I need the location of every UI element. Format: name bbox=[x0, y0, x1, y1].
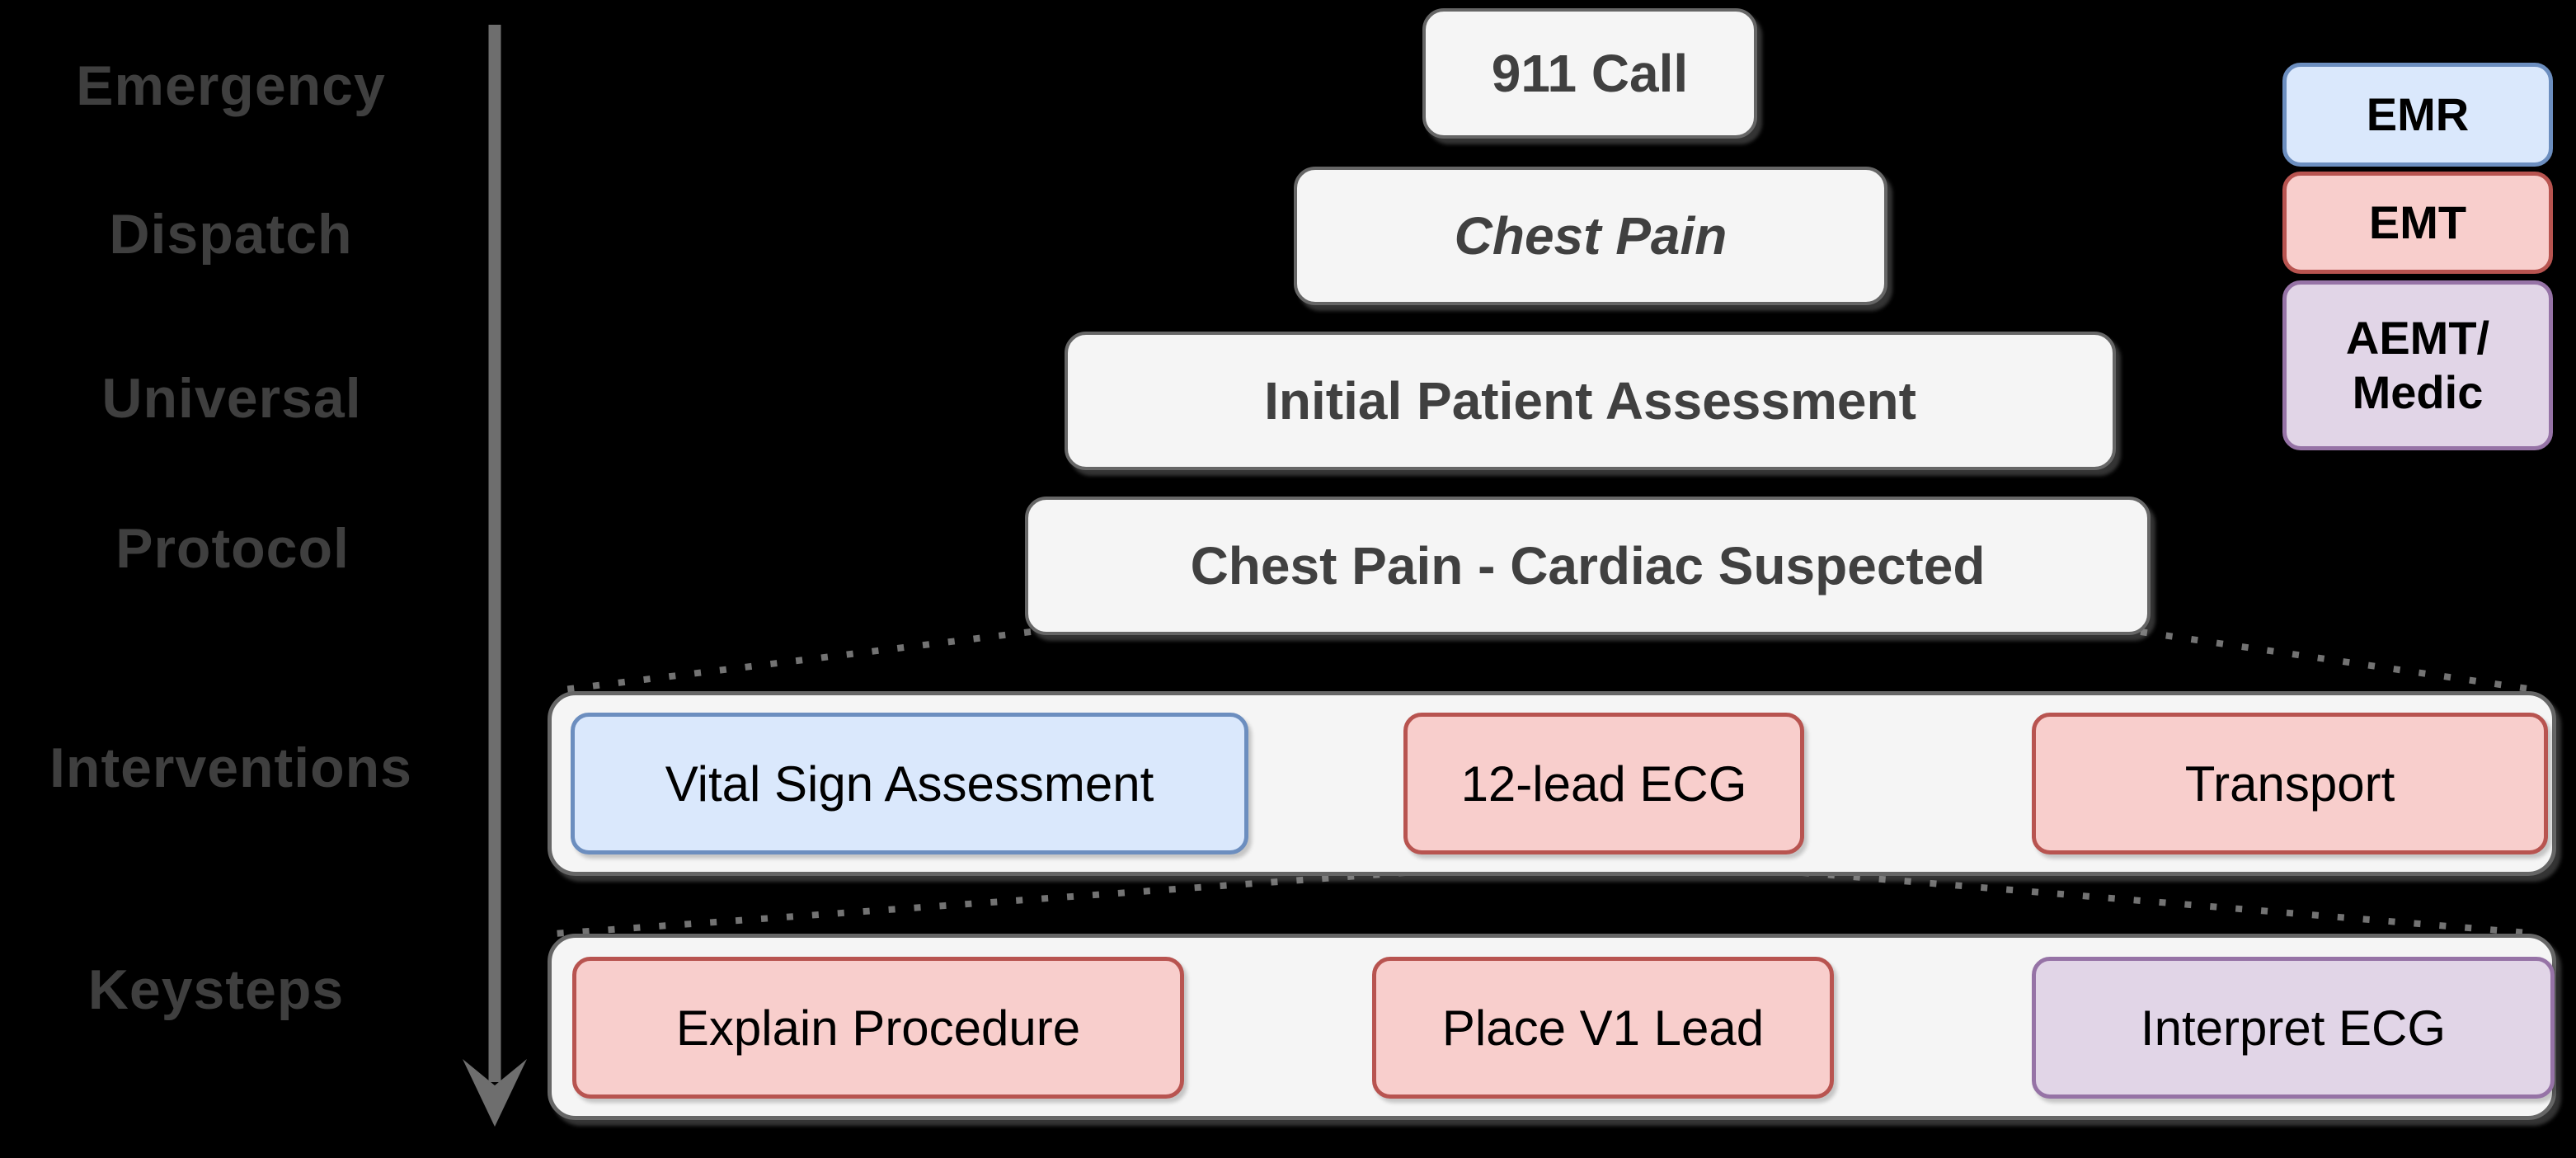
stage-label-universal: Universal bbox=[101, 367, 362, 430]
keystep-place-v1-lead: Place V1 Lead bbox=[1372, 957, 1834, 1099]
stage-label-interventions: Interventions bbox=[49, 737, 412, 799]
legend-item-aemt-medic: AEMT/ Medic bbox=[2282, 280, 2553, 450]
keystep-interpret-ecg: Interpret ECG bbox=[2032, 957, 2555, 1099]
flow-box-911-call: 911 Call bbox=[1422, 8, 1757, 139]
keystep-explain-procedure: Explain Procedure bbox=[572, 957, 1184, 1099]
stage-label-emergency: Emergency bbox=[76, 54, 386, 117]
legend-item-emt: EMT bbox=[2282, 172, 2553, 274]
stage-label-dispatch: Dispatch bbox=[109, 203, 353, 266]
down-arrow-icon bbox=[463, 25, 527, 1127]
connector-ecg-to-keysteps-right bbox=[1802, 869, 2539, 937]
intervention-12-lead-ecg: 12-lead ECG bbox=[1403, 713, 1804, 854]
flow-box-initial-patient-assessment: Initial Patient Assessment bbox=[1065, 332, 2116, 470]
flow-box-chest-pain: Chest Pain bbox=[1294, 167, 1887, 305]
stage-label-protocol: Protocol bbox=[115, 517, 350, 580]
connector-protocol-to-interventions-left bbox=[550, 628, 1032, 694]
legend-item-emr: EMR bbox=[2282, 63, 2553, 167]
connector-ecg-to-keysteps-left bbox=[553, 869, 1406, 937]
stage-label-keysteps: Keysteps bbox=[87, 958, 345, 1021]
intervention-transport: Transport bbox=[2032, 713, 2548, 854]
connector-protocol-to-interventions-right bbox=[2140, 628, 2545, 694]
flow-box-chest-pain-cardiac-suspected: Chest Pain - Cardiac Suspected bbox=[1025, 497, 2151, 635]
intervention-vital-sign-assessment: Vital Sign Assessment bbox=[571, 713, 1248, 854]
